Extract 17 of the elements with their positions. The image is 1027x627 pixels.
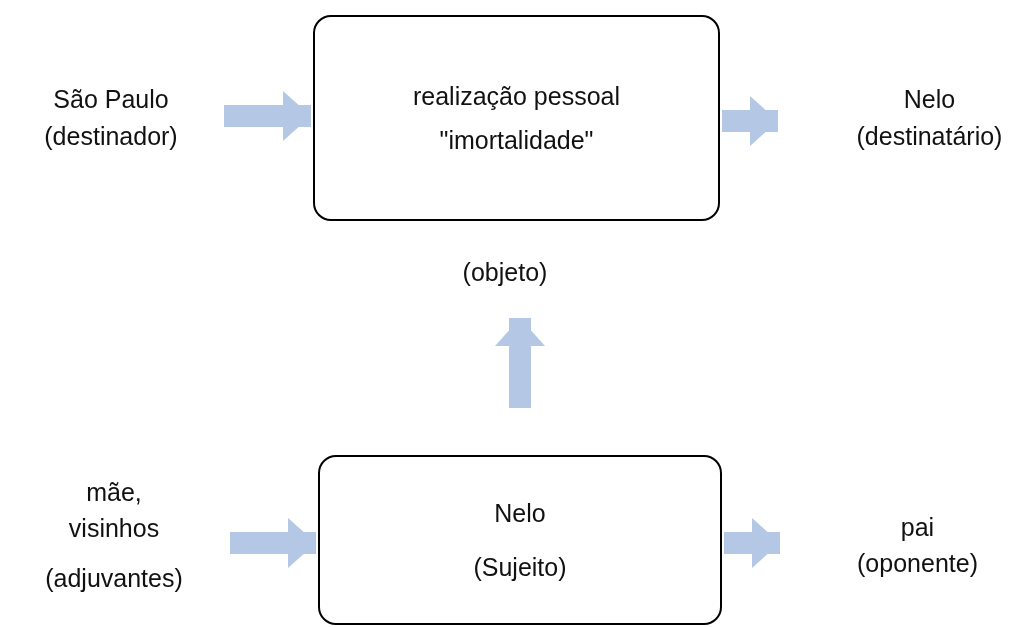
object-label: (objeto) — [461, 258, 549, 287]
node-text: Nelo — [494, 497, 546, 529]
node-text: (Sujeito) — [473, 552, 567, 583]
block-arrow — [224, 91, 311, 141]
rounded-box — [313, 15, 720, 221]
block-arrow — [230, 518, 316, 568]
rounded-box — [318, 455, 722, 625]
block-arrow — [724, 518, 780, 568]
node-text: Nelo (destinatário) — [855, 84, 1004, 152]
node-text: realização pessoal — [412, 80, 621, 112]
node-text: "imortalidade" — [439, 125, 594, 156]
node-text: mãe, visinhos — [67, 476, 161, 544]
node-text: pai (oponente) — [856, 511, 979, 579]
node-text: (adjuvantes) — [45, 563, 183, 595]
block-arrow — [722, 96, 778, 146]
node-text: São Paulo (destinador) — [43, 84, 179, 152]
block-arrow — [495, 318, 545, 408]
